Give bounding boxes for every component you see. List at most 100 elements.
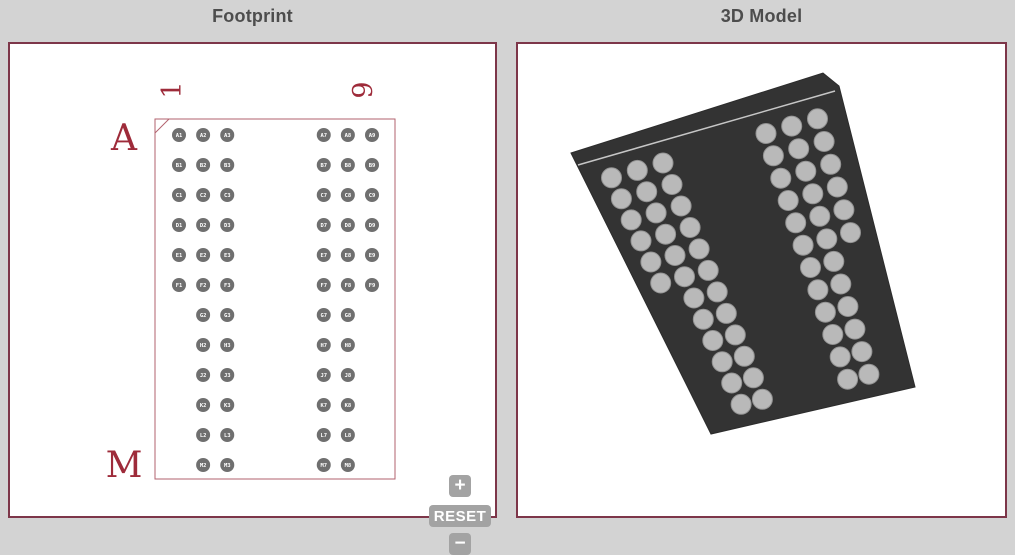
- ball-B1: [610, 188, 632, 210]
- pad-label-E2: E2: [200, 253, 207, 259]
- pad-label-C2: C2: [200, 193, 207, 199]
- ball-M2: [730, 393, 752, 415]
- model3d-canvas[interactable]: [518, 44, 1005, 516]
- ball-J3: [724, 324, 746, 346]
- pad-C9: [365, 188, 379, 202]
- pad-label-B7: B7: [320, 163, 327, 169]
- pad-label-B9: B9: [369, 163, 376, 169]
- pad-label-J3: J3: [224, 373, 231, 379]
- ball-C8: [795, 160, 817, 182]
- col-label-9: 9: [348, 81, 379, 98]
- pad-label-G3: G3: [224, 313, 231, 319]
- pad-K8: [340, 398, 355, 412]
- pad-C1: [172, 188, 186, 202]
- pad-B2: [196, 158, 211, 172]
- pad-A9: [365, 128, 379, 142]
- zoom-out-button[interactable]: −: [449, 533, 471, 555]
- ball-G8: [823, 250, 845, 272]
- pad-D3: [220, 218, 235, 232]
- model3d-panel-title: 3D Model: [720, 6, 803, 26]
- pad-J7: [316, 368, 331, 382]
- pad-label-L7: L7: [320, 433, 327, 439]
- pad-label-E8: E8: [345, 253, 352, 259]
- ball-A9: [807, 108, 828, 130]
- pad-F9: [365, 278, 379, 292]
- pad-label-A2: A2: [200, 133, 207, 139]
- pad-label-B3: B3: [224, 163, 231, 169]
- ball-A7: [755, 123, 777, 144]
- pad-H7: [316, 338, 331, 352]
- pad-G7: [316, 308, 331, 322]
- pin1-chamfer-line: [154, 118, 170, 134]
- pad-label-C9: C9: [369, 193, 376, 199]
- pad-B3: [220, 158, 235, 172]
- pad-L7: [316, 428, 331, 442]
- pad-label-G8: G8: [345, 313, 352, 319]
- ball-G2: [683, 287, 705, 309]
- pad-D9: [365, 218, 379, 232]
- ball-B3: [661, 174, 683, 195]
- pad-C2: [196, 188, 211, 202]
- pad-label-J8: J8: [345, 373, 352, 379]
- ball-F8: [816, 228, 838, 250]
- ball-L7: [829, 346, 851, 368]
- pad-label-A7: A7: [320, 133, 327, 139]
- pad-label-F1: F1: [176, 283, 183, 289]
- pad-H2: [196, 338, 211, 352]
- ball-D1: [630, 230, 652, 252]
- pad-A7: [316, 128, 331, 142]
- pad-F2: [196, 278, 211, 292]
- ball-A8: [781, 115, 803, 137]
- ball-F9: [840, 222, 861, 244]
- ball-E3: [688, 238, 710, 260]
- pad-label-F2: F2: [200, 283, 207, 289]
- ball-C9: [820, 153, 842, 175]
- pad-label-A1: A1: [176, 133, 183, 139]
- pad-J8: [340, 368, 355, 382]
- pad-K7: [316, 398, 331, 412]
- ball-C3: [670, 195, 692, 217]
- pad-label-E7: E7: [320, 253, 327, 259]
- pad-B8: [340, 158, 355, 172]
- ball-D9: [826, 176, 848, 198]
- pad-label-G2: G2: [200, 313, 207, 319]
- pad-label-F7: F7: [320, 283, 327, 289]
- ball-C7: [770, 167, 792, 189]
- pad-J2: [196, 368, 211, 382]
- ball-B2: [636, 181, 658, 203]
- pad-E3: [220, 248, 235, 262]
- pad-label-A3: A3: [224, 133, 231, 139]
- pad-F8: [340, 278, 355, 292]
- reset-button[interactable]: RESET: [429, 505, 491, 527]
- ball-grid: [601, 108, 880, 415]
- ball-J2: [702, 330, 724, 351]
- pad-label-G7: G7: [320, 313, 327, 319]
- ball-G7: [800, 257, 821, 278]
- pad-label-C3: C3: [224, 193, 231, 199]
- ball-D2: [655, 223, 677, 245]
- pad-H8: [340, 338, 355, 352]
- pad-label-H3: H3: [224, 343, 231, 349]
- pad-C7: [316, 188, 331, 202]
- ball-A3: [652, 152, 674, 174]
- pad-E7: [316, 248, 331, 262]
- pad-label-K3: K3: [224, 403, 231, 409]
- ball-J7: [814, 301, 836, 323]
- pad-label-H2: H2: [200, 343, 207, 349]
- ball-E8: [809, 205, 831, 227]
- pad-label-B2: B2: [200, 163, 207, 169]
- pad-F7: [316, 278, 331, 292]
- pad-label-K7: K7: [320, 403, 327, 409]
- pad-D2: [196, 218, 211, 232]
- zoom-in-button[interactable]: +: [449, 475, 471, 497]
- footprint-panel-title: Footprint: [212, 6, 293, 26]
- ball-E2: [664, 245, 686, 266]
- pad-D1: [172, 218, 186, 232]
- ball-L8: [851, 341, 873, 363]
- pad-B1: [172, 158, 186, 172]
- pad-K2: [196, 398, 211, 412]
- pad-L8: [340, 428, 355, 442]
- pad-M7: [316, 458, 331, 472]
